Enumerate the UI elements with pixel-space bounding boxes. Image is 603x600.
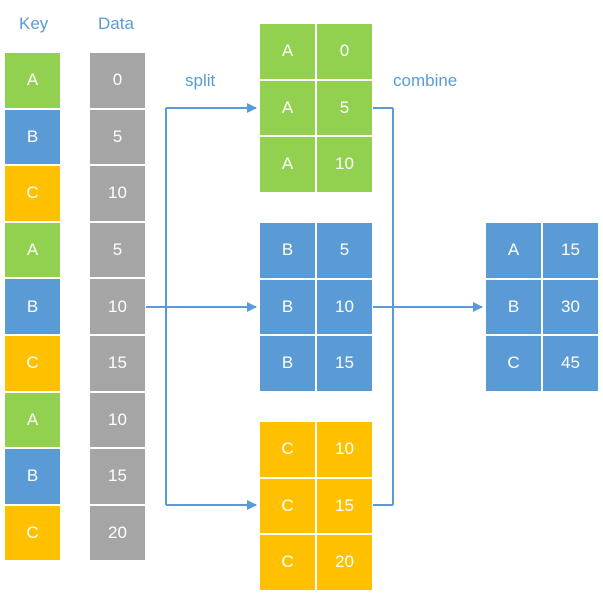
group-value-cell: 5: [316, 79, 373, 136]
key-cell: C: [4, 165, 61, 222]
result-key-cell: A: [485, 222, 542, 279]
group-value-cell: 5: [316, 222, 373, 279]
key-cell: B: [4, 448, 61, 505]
data-cell: 10: [89, 391, 146, 449]
group-key-cell: C: [259, 534, 316, 591]
key-cell: A: [4, 391, 61, 449]
key-cell: C: [4, 504, 61, 562]
data-cell: 10: [89, 165, 146, 222]
group-value-cell: 10: [316, 278, 373, 335]
group-value-cell: 10: [316, 136, 373, 193]
result-key-cell: B: [485, 278, 542, 335]
data-cell: 5: [89, 221, 146, 279]
data-cell: 5: [89, 108, 146, 166]
result-value-cell: 30: [542, 278, 599, 335]
group-value-cell: 15: [316, 477, 373, 534]
key-cell: B: [4, 108, 61, 166]
group-key-cell: C: [259, 421, 316, 478]
group-key-cell: A: [259, 23, 316, 80]
group-key-cell: A: [259, 79, 316, 136]
group-key-cell: A: [259, 136, 316, 193]
group-key-cell: B: [259, 278, 316, 335]
result-key-cell: C: [485, 335, 542, 392]
key-cell: C: [4, 335, 61, 392]
group-value-cell: 10: [316, 421, 373, 478]
data-cell: 10: [89, 278, 146, 335]
group-value-cell: 20: [316, 534, 373, 591]
key-header: Key: [19, 14, 49, 33]
data-header: Data: [98, 14, 134, 33]
group-value-cell: 0: [316, 23, 373, 80]
group-key-cell: B: [259, 222, 316, 279]
result-value-cell: 15: [542, 222, 599, 279]
key-cell: B: [4, 278, 61, 335]
data-cell: 20: [89, 504, 146, 562]
split-label: split: [185, 71, 216, 90]
group-value-cell: 15: [316, 335, 373, 392]
combine-label: combine: [393, 71, 458, 90]
group-key-cell: C: [259, 477, 316, 534]
data-cell: 15: [89, 335, 146, 392]
group-key-cell: B: [259, 335, 316, 392]
key-cell: A: [4, 52, 61, 109]
data-cell: 15: [89, 448, 146, 505]
data-cell: 0: [89, 52, 146, 109]
result-value-cell: 45: [542, 335, 599, 392]
key-cell: A: [4, 221, 61, 279]
